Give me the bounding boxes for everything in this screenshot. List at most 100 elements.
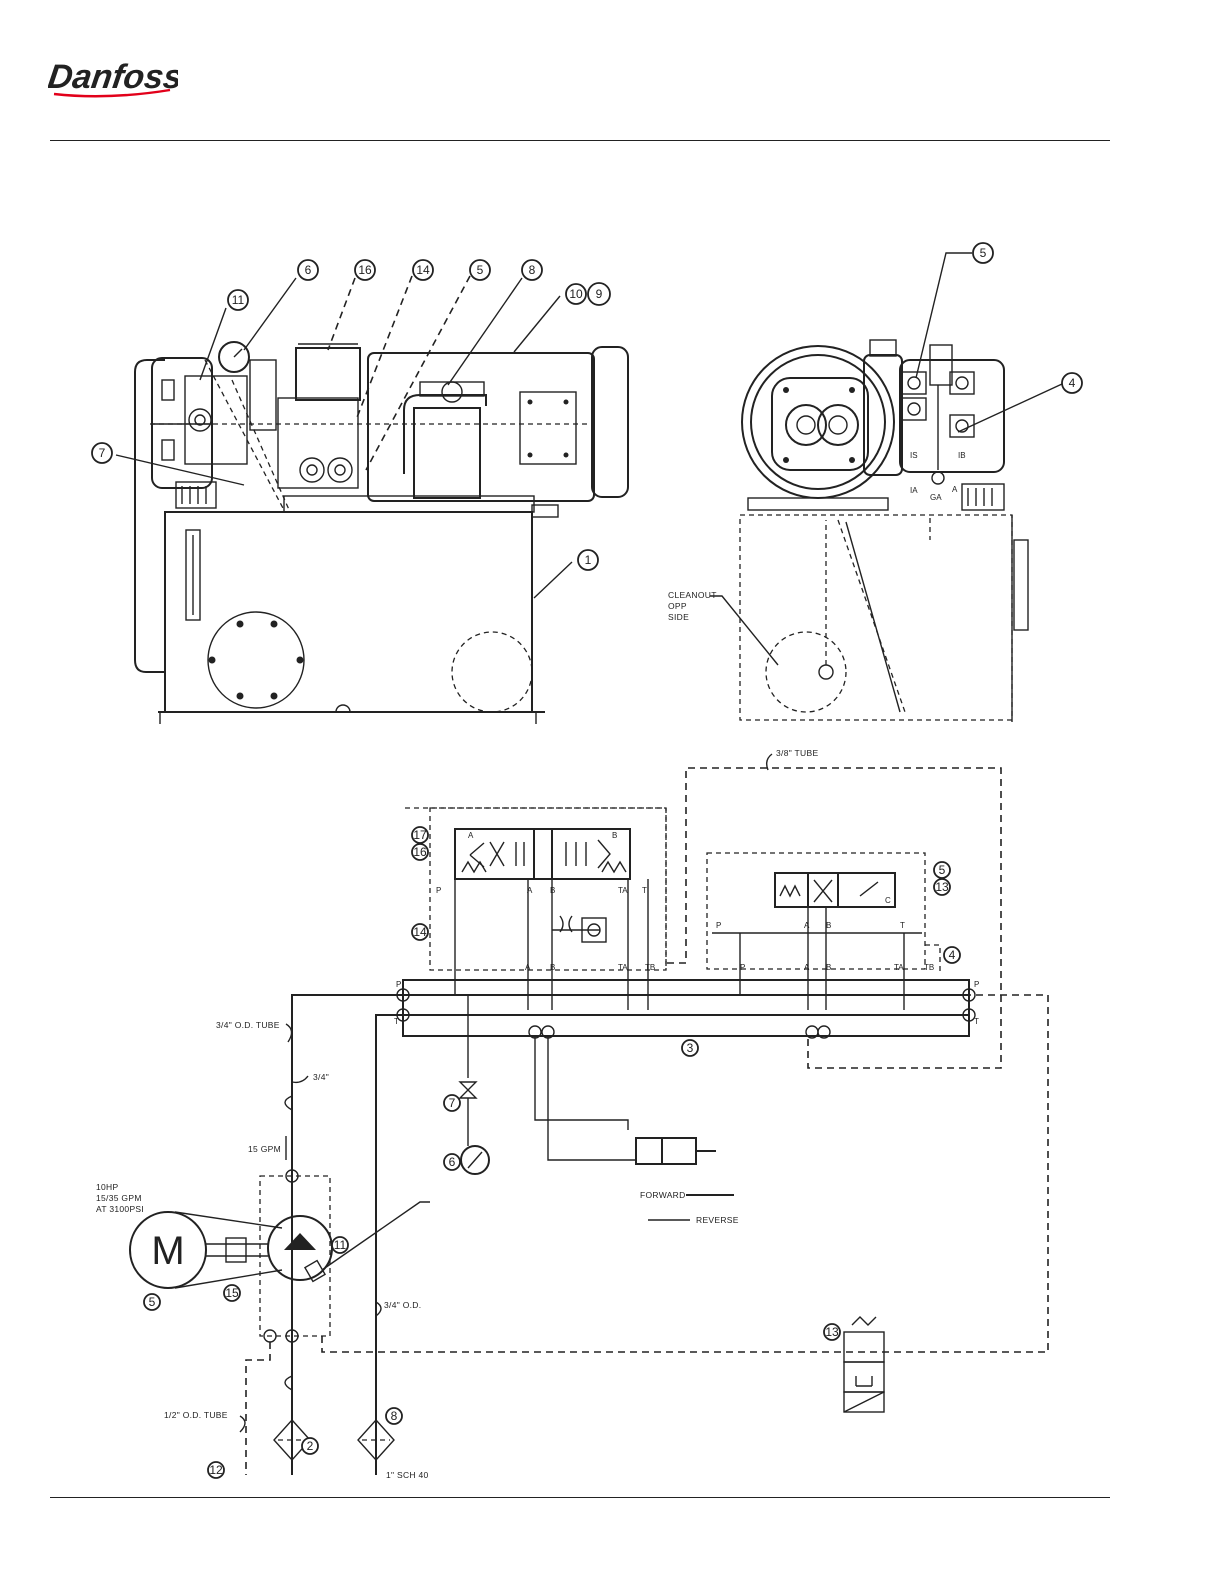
svg-text:16: 16 [358, 263, 372, 277]
svg-text:TA: TA [618, 963, 628, 972]
svg-text:9: 9 [596, 287, 603, 301]
svg-text:T: T [642, 886, 647, 895]
svg-text:5: 5 [149, 1295, 156, 1309]
svg-text:A: A [468, 831, 474, 840]
return-filter [414, 408, 480, 498]
svg-text:2: 2 [307, 1439, 314, 1453]
svg-text:5: 5 [980, 246, 987, 260]
pump-group-outline [260, 1176, 330, 1336]
schematic-callout-15: 15 [224, 1285, 240, 1301]
side-view: CLEANOUT OPP SIDE IS IB IA GA A [668, 253, 1062, 722]
callout-9: 9 [588, 283, 610, 305]
svg-text:15/35 GPM: 15/35 GPM [96, 1193, 142, 1203]
directional-valve-1 [455, 829, 630, 879]
svg-text:T: T [900, 921, 905, 930]
svg-text:7: 7 [449, 1096, 456, 1110]
schematic-callout-5b: 5 [144, 1294, 160, 1310]
svg-text:10HP: 10HP [96, 1182, 118, 1192]
schematic-callout-14: 14 [412, 924, 428, 940]
svg-text:7: 7 [99, 446, 106, 460]
callout-16: 16 [355, 260, 375, 280]
svg-text:C: C [885, 896, 891, 905]
svg-text:14: 14 [413, 925, 427, 939]
callout-5: 5 [470, 260, 490, 280]
schematic-callout-3: 3 [682, 1040, 698, 1056]
svg-text:TA: TA [894, 963, 904, 972]
schematic-callout-8: 8 [386, 1408, 402, 1424]
svg-text:4: 4 [949, 948, 956, 962]
hydraulic-schematic: 3/8" TUBE A B P A B TA T P A B TA TB T [96, 748, 1048, 1480]
svg-text:P: P [716, 921, 721, 930]
schematic-callout-17: 17 [412, 827, 428, 843]
svg-text:A: A [952, 485, 958, 494]
callout-11: 11 [228, 290, 248, 310]
svg-text:TB: TB [645, 963, 655, 972]
schematic-callout-2: 2 [302, 1438, 318, 1454]
svg-text:P: P [396, 980, 401, 989]
svg-text:IA: IA [910, 486, 918, 495]
callout-10: 10 [566, 284, 586, 304]
svg-text:REVERSE: REVERSE [696, 1215, 739, 1225]
front-view [116, 276, 628, 724]
valve-stack-side [864, 355, 902, 475]
svg-text:P: P [740, 963, 745, 972]
svg-text:TB: TB [924, 963, 934, 972]
svg-text:1/2" O.D. TUBE: 1/2" O.D. TUBE [164, 1410, 228, 1420]
svg-text:3/4" O.D.: 3/4" O.D. [384, 1300, 421, 1310]
callout-14: 14 [413, 260, 433, 280]
svg-text:1" SCH 40: 1" SCH 40 [386, 1470, 429, 1480]
manifold-block [403, 980, 969, 1036]
svg-text:13: 13 [825, 1325, 839, 1339]
svg-text:T: T [974, 1017, 979, 1026]
schematic-callout-11: 11 [332, 1237, 348, 1253]
svg-text:11: 11 [334, 1238, 347, 1252]
schematic-callout-12: 12 [208, 1462, 224, 1478]
svg-text:SIDE: SIDE [668, 612, 689, 622]
callout-8: 8 [522, 260, 542, 280]
svg-text:M: M [151, 1229, 184, 1273]
svg-text:TA: TA [618, 886, 628, 895]
svg-text:4: 4 [1069, 376, 1076, 390]
svg-text:IS: IS [910, 451, 918, 460]
svg-text:6: 6 [449, 1155, 456, 1169]
svg-text:8: 8 [529, 263, 536, 277]
svg-text:OPP: OPP [668, 601, 687, 611]
schematic-callout-4: 4 [944, 947, 960, 963]
side-callout-4: 4 [1062, 373, 1082, 393]
schematic-callout-5: 5 [934, 862, 950, 878]
svg-text:17: 17 [413, 828, 427, 842]
schematic-callout-13b: 13 [824, 1324, 840, 1340]
svg-text:A: A [804, 921, 810, 930]
cleanout-cover [208, 612, 304, 708]
callout-7: 7 [92, 443, 112, 463]
svg-text:3/4": 3/4" [313, 1072, 329, 1082]
svg-text:AT 3100PSI: AT 3100PSI [96, 1204, 144, 1214]
hydraulic-cylinder [636, 1138, 696, 1164]
svg-text:IB: IB [958, 451, 966, 460]
svg-text:8: 8 [391, 1409, 398, 1423]
svg-text:16: 16 [413, 845, 427, 859]
svg-text:FORWARD: FORWARD [640, 1190, 686, 1200]
callout-1: 1 [578, 550, 598, 570]
svg-text:P: P [974, 980, 979, 989]
svg-text:11: 11 [232, 293, 245, 307]
svg-text:3/8" TUBE: 3/8" TUBE [776, 748, 818, 758]
svg-text:3: 3 [687, 1041, 694, 1055]
schematic-callout-7: 7 [444, 1095, 460, 1111]
pump-body [152, 358, 212, 488]
svg-text:B: B [612, 831, 617, 840]
svg-text:1: 1 [585, 553, 592, 567]
svg-text:12: 12 [209, 1463, 223, 1477]
tank-side [740, 515, 1012, 720]
svg-text:15 GPM: 15 GPM [248, 1144, 281, 1154]
svg-text:13: 13 [935, 880, 949, 894]
side-callout-5: 5 [973, 243, 993, 263]
svg-text:B: B [826, 921, 831, 930]
svg-text:6: 6 [305, 263, 312, 277]
svg-text:5: 5 [477, 263, 484, 277]
schematic-callout-6: 6 [444, 1154, 460, 1170]
schematic-callout-13: 13 [934, 879, 950, 895]
svg-text:15: 15 [225, 1286, 239, 1300]
callout-6: 6 [298, 260, 318, 280]
